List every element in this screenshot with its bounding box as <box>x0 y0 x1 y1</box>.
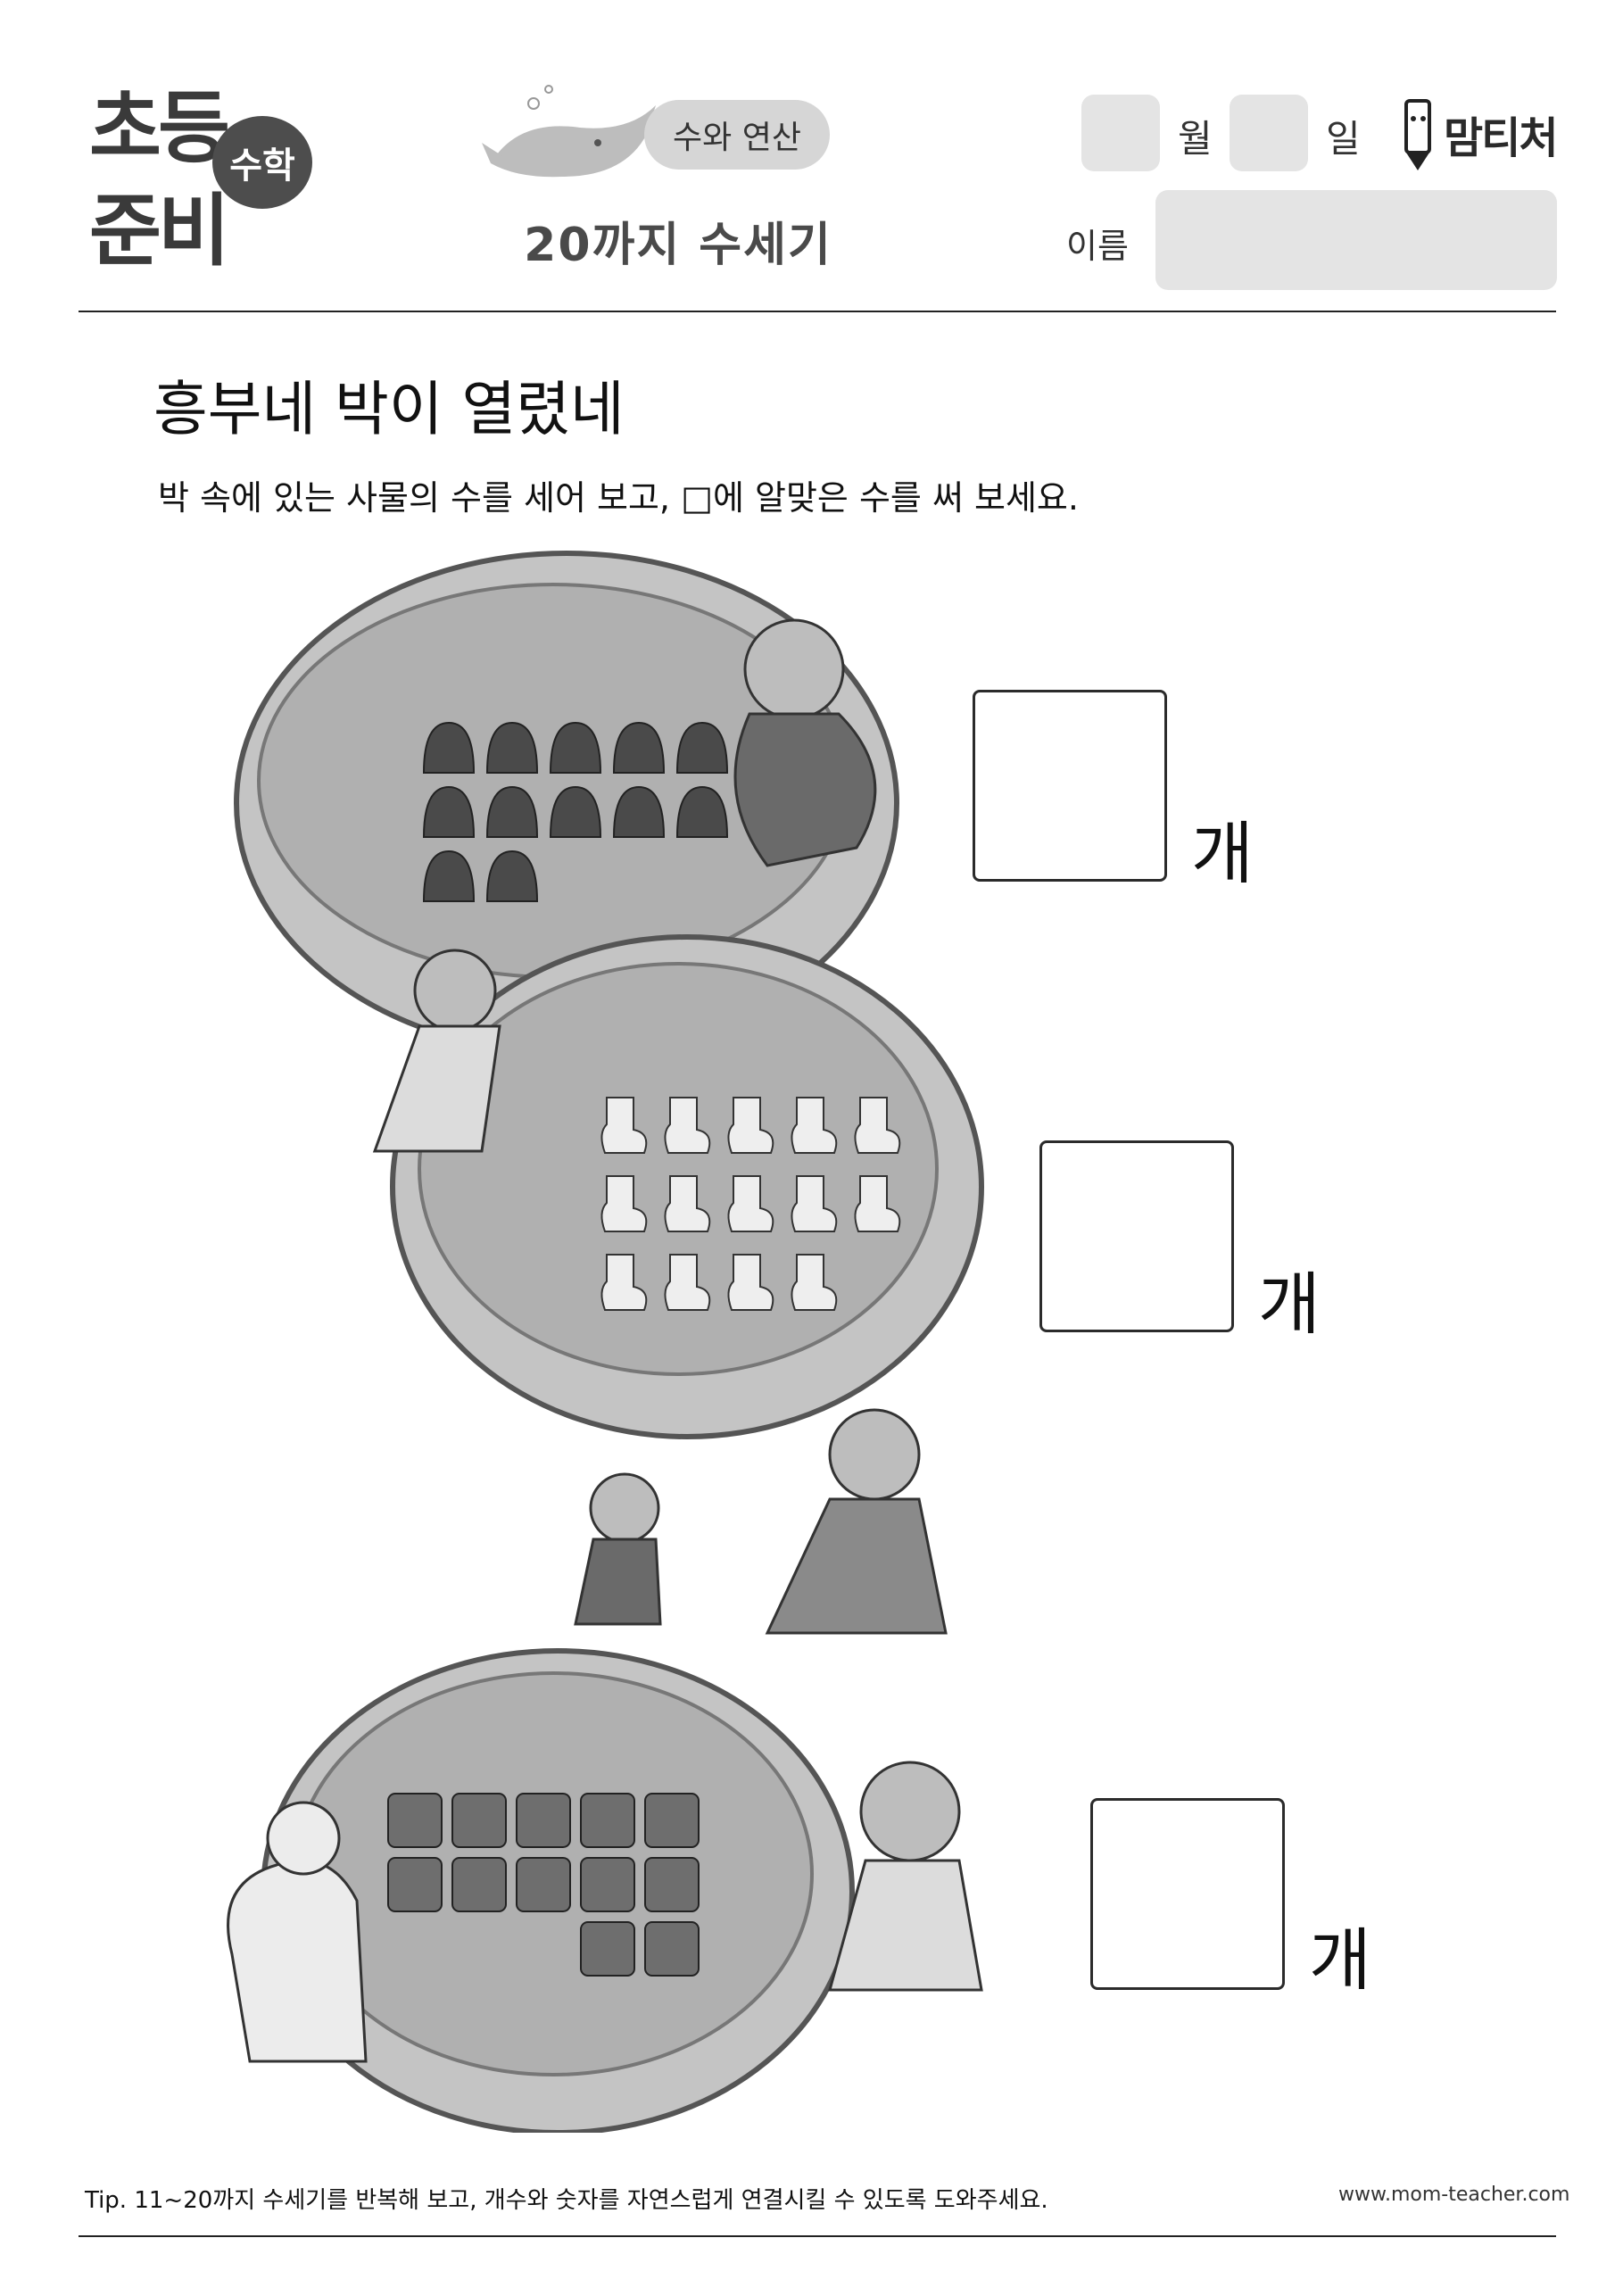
person-figure-5 <box>828 1761 983 1992</box>
answer-box-2[interactable] <box>1039 1140 1234 1332</box>
day-label: 일 <box>1326 117 1361 161</box>
cushion-item <box>644 1857 700 1912</box>
person-figure-3 <box>574 1472 662 1626</box>
cushion-item <box>580 1857 635 1912</box>
rice-ball-item <box>675 721 729 774</box>
cushion-item <box>580 1793 635 1848</box>
dog-figure <box>227 1801 368 2063</box>
footer-divider <box>79 2235 1556 2237</box>
mom-teacher-logo: 맘티처 <box>1444 113 1558 163</box>
website-url: www.mom-teacher.com <box>1338 2184 1570 2206</box>
rice-ball-item <box>549 721 602 774</box>
cushion-item <box>451 1793 507 1848</box>
answer-box-3[interactable] <box>1090 1798 1285 1990</box>
counting-objects <box>387 721 901 1977</box>
rice-ball-item <box>675 785 729 838</box>
sock-item <box>791 1175 838 1232</box>
sock-item <box>727 1175 774 1232</box>
topic-badge: 수와 연산 <box>644 100 830 170</box>
sock-item <box>600 1097 648 1154</box>
unit-label-2: 개 <box>1258 1264 1321 1344</box>
rice-ball-item <box>422 721 476 774</box>
brand-line-1: 초등 <box>89 82 230 174</box>
rice-ball-item <box>549 785 602 838</box>
person-figure-1 <box>733 618 877 867</box>
person-figure-2 <box>372 949 501 1153</box>
whale-icon <box>482 85 656 178</box>
sock-item <box>791 1097 838 1154</box>
pencil-mascot-icon <box>1404 99 1431 170</box>
rice-ball-item <box>422 785 476 838</box>
sock-item <box>664 1097 711 1154</box>
worksheet-title: 20까지 수세기 <box>524 219 832 272</box>
rice-ball-item <box>612 721 666 774</box>
cushion-item <box>580 1921 635 1977</box>
header-divider <box>79 311 1556 312</box>
sock-item <box>727 1097 774 1154</box>
rice-ball-item <box>485 721 539 774</box>
unit-label-3: 개 <box>1309 1920 1371 2000</box>
tip-text: Tip. 11~20까지 수세기를 반복해 보고, 개수와 숫자를 자연스럽게 … <box>85 2187 1048 2214</box>
rice-ball-item <box>485 785 539 838</box>
cushion-item <box>387 1793 443 1848</box>
activity-heading: 흥부네 박이 열렸네 <box>153 375 625 443</box>
name-field[interactable] <box>1155 190 1557 290</box>
gourd-illustration <box>227 551 984 2133</box>
sock-item <box>600 1175 648 1232</box>
cushion-item <box>516 1857 571 1912</box>
name-label: 이름 <box>1066 227 1129 266</box>
brand-subject-badge: 수학 <box>212 116 312 209</box>
rice-ball-item <box>485 850 539 902</box>
sock-item <box>854 1097 901 1154</box>
sock-item <box>854 1175 901 1232</box>
day-field[interactable] <box>1230 95 1308 171</box>
sock-item <box>791 1254 838 1311</box>
person-figure-4 <box>765 1408 948 1635</box>
month-field[interactable] <box>1081 95 1160 171</box>
cushion-item <box>516 1793 571 1848</box>
cushion-item <box>451 1857 507 1912</box>
activity-instruction: 박 속에 있는 사물의 수를 세어 보고, □에 알맞은 수를 써 보세요. <box>158 478 1079 518</box>
cushion-item <box>644 1793 700 1848</box>
rice-ball-item <box>612 785 666 838</box>
rice-ball-item <box>422 850 476 902</box>
month-label: 월 <box>1178 117 1213 161</box>
cushion-item <box>387 1857 443 1912</box>
sock-item <box>600 1254 648 1311</box>
sock-item <box>664 1175 711 1232</box>
sock-item <box>664 1254 711 1311</box>
brand-line-2: 준비 <box>89 185 230 277</box>
cushion-item <box>644 1921 700 1977</box>
sock-item <box>727 1254 774 1311</box>
unit-label-1: 개 <box>1191 814 1254 893</box>
answer-box-1[interactable] <box>973 690 1167 882</box>
